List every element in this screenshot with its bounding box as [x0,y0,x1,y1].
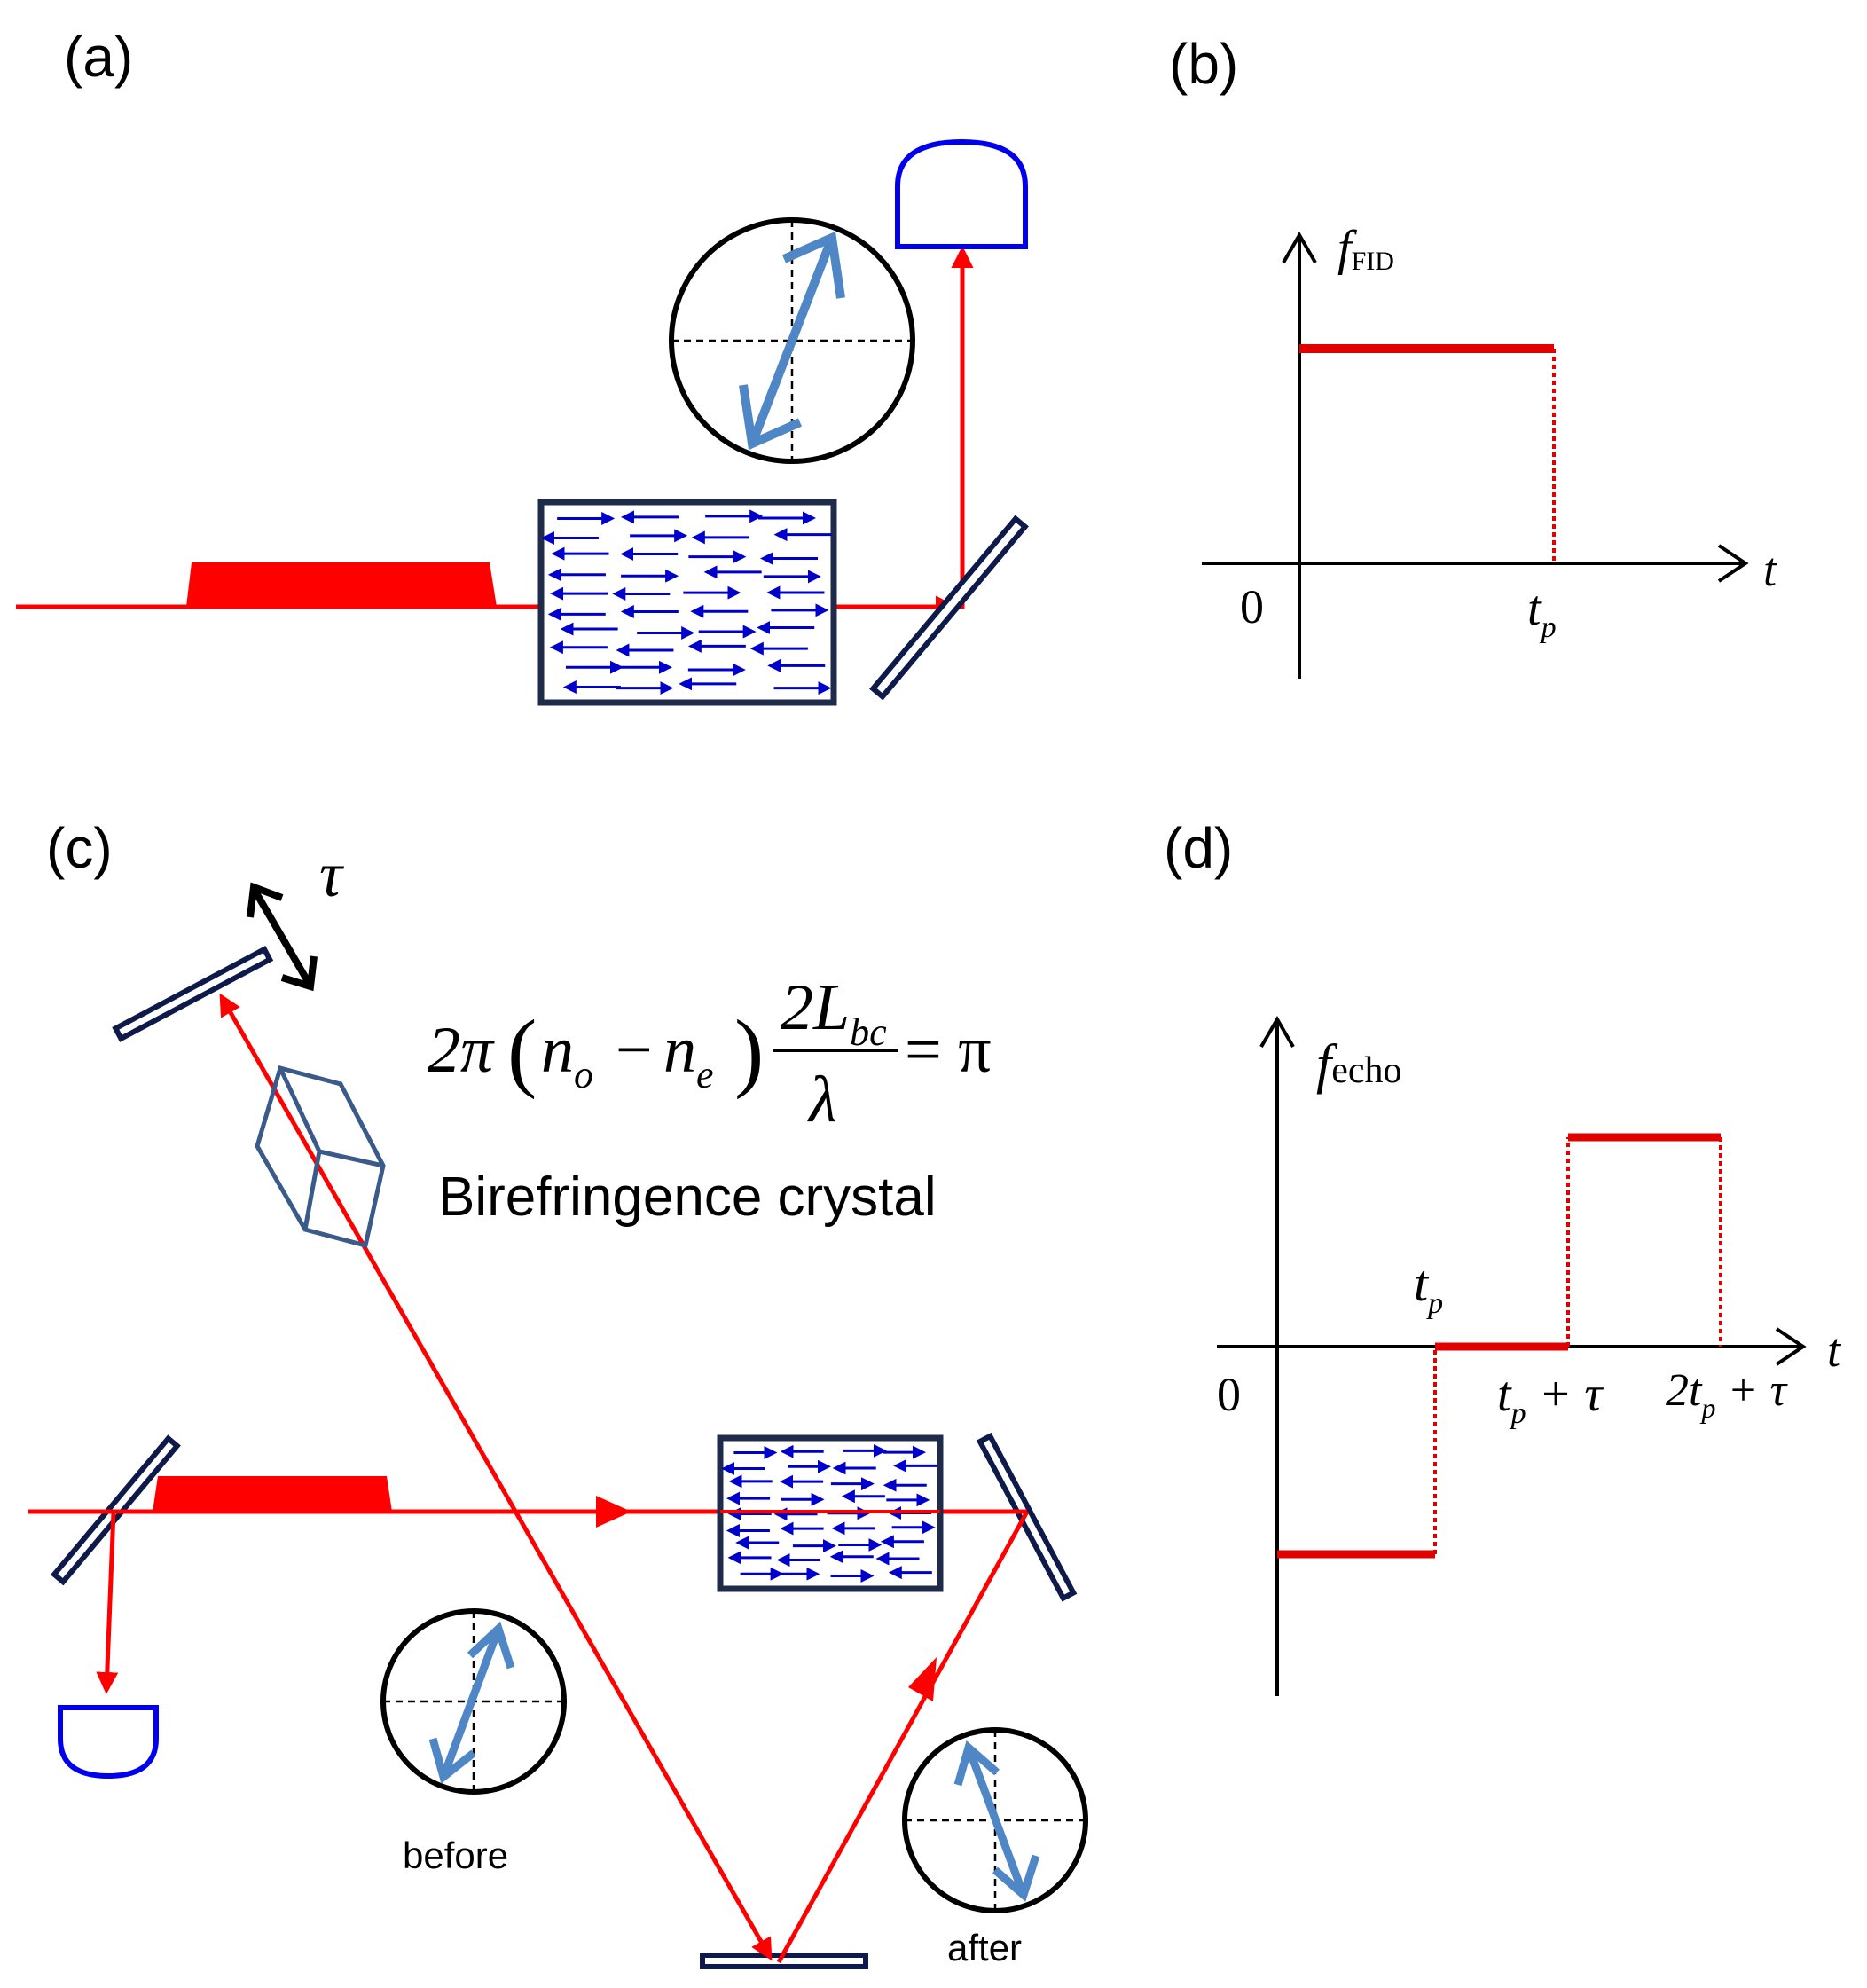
polarization-diagram-icon [669,217,915,464]
equation-rhs: = π [905,1014,992,1087]
equation-no: no [541,1014,593,1096]
delay-adjust-icon [247,882,318,992]
d-tick-tp: tp [1414,1254,1443,1320]
equation-prefix: 2π [428,1014,495,1087]
panel-a-label: (a) [64,25,133,89]
atomic-medium-c [717,1434,944,1592]
panel-d-label: (d) [1164,816,1233,880]
before-label: before [403,1835,508,1876]
equation-minus: − [616,1014,653,1087]
beam-c-long-diagonal [219,993,773,1961]
beam-c-direction-arrow [596,1496,631,1528]
beam-c-to-detector [96,1511,119,1694]
d-tick-tp-tau: tp + τ [1497,1367,1604,1430]
atomic-medium-a [537,499,837,706]
photodetector-icon [895,138,1028,249]
beam-c-right-to-bottom [776,1510,1030,1964]
b-y-axis-label: fFID [1337,221,1394,276]
photodetector-icon [58,1705,159,1780]
delay-tau-label: τ [319,839,344,910]
polarization-diagram-icon [380,1608,567,1795]
after-label: after [947,1927,1022,1968]
equation-denominator: λ [807,1064,837,1136]
panel-d: (d) fecho t 0 tp tp + τ 2tp + τ [1164,816,1842,1696]
d-x-axis-label: t [1827,1324,1842,1377]
d-origin-label: 0 [1217,1368,1241,1421]
mirror-icon [869,515,1029,701]
birefringent-crystal-icon [255,1065,386,1249]
equation-rparen: ) [734,1002,764,1100]
beam-c-rising-arrow [908,1657,937,1701]
mirror-icon [112,946,274,1042]
b-origin-label: 0 [1240,580,1264,633]
crystal-label: Birefringence crystal [438,1167,937,1228]
dipole-arrows-a [540,509,832,695]
equation-numerator: 2Lbc [781,971,887,1054]
b-tick-tp: tp [1527,581,1557,644]
equation-lparen: ( [507,1002,537,1100]
panel-a: (a) [16,25,1029,706]
panel-b-label: (b) [1169,32,1238,96]
panel-b: (b) fFID t 0 tp [1169,32,1778,679]
b-x-axis-label: t [1763,543,1778,596]
birefringence-equation: 2π ( no − ne ) 2Lbc λ = π [428,971,992,1136]
d-y-axis-label: fecho [1316,1034,1402,1095]
equation-ne: ne [663,1014,714,1096]
panel-c: (c) τ [28,816,1088,1969]
polarization-diagram-icon [902,1727,1088,1913]
pulse-envelope-c [153,1476,392,1512]
d-tick-2tp-tau: 2tp + τ [1666,1365,1789,1424]
pulse-envelope-a [186,562,497,607]
panel-c-label: (c) [46,816,113,880]
